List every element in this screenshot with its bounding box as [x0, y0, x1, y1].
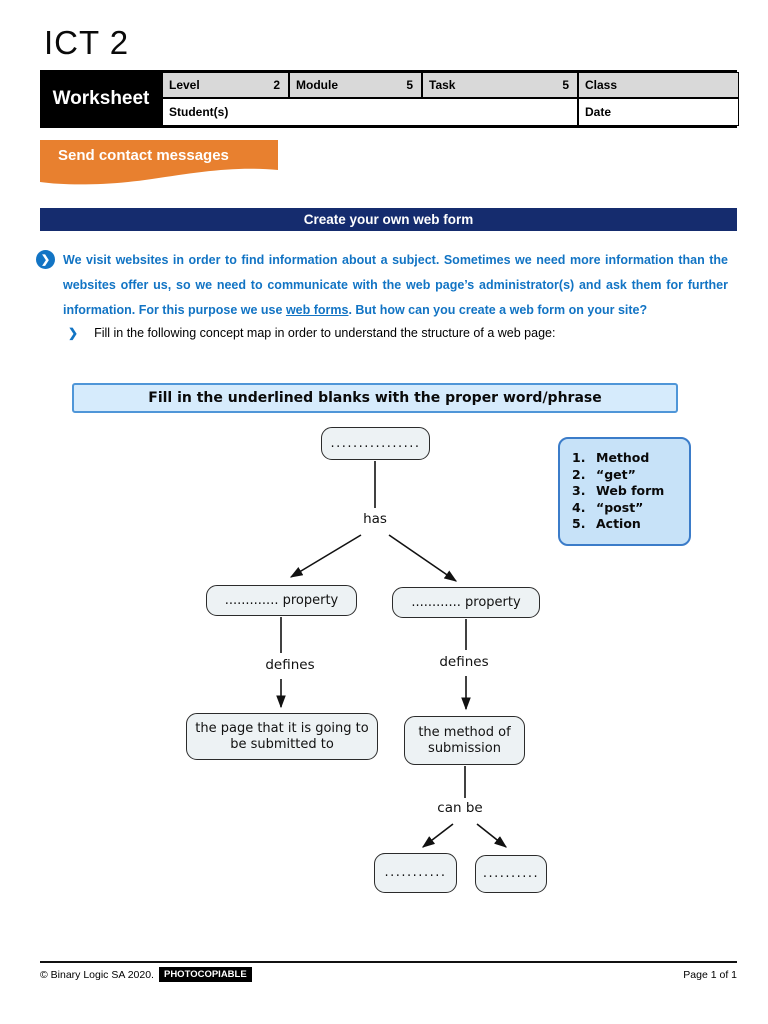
word-bank-num: 3.: [572, 483, 586, 498]
worksheet-info-table: Worksheet Level 2 Module 5 Task 5 Class …: [40, 70, 739, 128]
concept-node-root-blank: ................: [321, 427, 430, 460]
web-forms-underlined-text: web forms: [285, 303, 349, 317]
word-bank-item: 3. Web form: [572, 483, 683, 500]
intro-text-before: We visit websites in order to find infor…: [63, 253, 728, 317]
worksheet-label-cell: Worksheet: [42, 72, 162, 126]
word-bank-item: 5. Action: [572, 516, 683, 533]
word-bank-num: 4.: [572, 499, 586, 515]
task-cell: Task 5: [422, 72, 578, 98]
page-number: Page 1 of 1: [683, 968, 737, 981]
word-bank-num: 2.: [572, 466, 586, 482]
word-bank-label: “get”: [596, 466, 636, 482]
word-bank-label: Method: [596, 450, 650, 465]
level-cell: Level 2: [162, 72, 289, 98]
page-title: ICT 2: [44, 24, 130, 61]
word-bank-box: 1. Method 2. “get” 3. Web form 4. “post”…: [558, 437, 691, 546]
word-bank-item: 4. “post”: [572, 500, 683, 517]
students-cell: Student(s): [162, 98, 578, 126]
module-label: Module: [296, 78, 338, 92]
concept-node-right-property: ............ property: [392, 587, 540, 618]
edge-label-defines-right: defines: [439, 654, 489, 670]
concept-node-right-target: the method of submission: [404, 716, 525, 765]
date-cell: Date: [578, 98, 739, 126]
chevron-right-icon: ❯: [68, 326, 79, 340]
edge-label-can-be: can be: [437, 800, 483, 816]
section-banner: Create your own web form: [40, 208, 737, 231]
concept-node-option-b-blank: ..........: [475, 855, 547, 893]
copyright-text: © Binary Logic SA 2020.: [40, 968, 154, 981]
photocopiable-badge: PHOTOCOPIABLE: [158, 967, 252, 982]
word-bank-label: Web form: [596, 483, 665, 498]
word-bank-item: 1. Method: [572, 450, 683, 467]
class-label: Class: [585, 78, 618, 92]
task-label: Task: [429, 78, 456, 92]
word-bank-num: 5.: [572, 516, 586, 531]
word-bank-label: Action: [596, 516, 641, 531]
intro-text-after: . But how can you create a web form on y…: [348, 303, 648, 317]
word-bank-label: “post”: [596, 499, 644, 515]
lesson-banner: Send contact messages: [40, 140, 280, 188]
class-cell: Class: [578, 72, 739, 98]
edge-label-defines-left: defines: [265, 657, 315, 673]
chevron-right-circle-icon: ❯: [36, 250, 55, 269]
ribbon-shape: [40, 140, 278, 185]
lesson-banner-label: Send contact messages: [58, 147, 229, 164]
task-instruction-text: Fill in the following concept map in ord…: [94, 326, 556, 340]
blanks-title-box: Fill in the underlined blanks with the p…: [72, 383, 678, 413]
intro-text: We visit websites in order to find infor…: [63, 248, 728, 323]
word-bank-item: 2. “get”: [572, 467, 683, 484]
task-value: 5: [562, 78, 569, 92]
module-cell: Module 5: [289, 72, 422, 98]
intro-paragraph: ❯ We visit websites in order to find inf…: [36, 248, 728, 323]
level-label: Level: [169, 78, 200, 92]
word-bank-num: 1.: [572, 450, 586, 465]
edge-label-has: has: [363, 511, 387, 527]
level-value: 2: [273, 78, 280, 92]
concept-node-left-property: ............. property: [206, 585, 357, 616]
task-instruction: ❯ Fill in the following concept map in o…: [68, 326, 718, 340]
module-value: 5: [406, 78, 413, 92]
concept-node-left-target: the page that it is going to be submitte…: [186, 713, 378, 760]
concept-node-option-a-blank: ...........: [374, 853, 457, 893]
page-footer: © Binary Logic SA 2020. PHOTOCOPIABLE Pa…: [40, 961, 737, 982]
